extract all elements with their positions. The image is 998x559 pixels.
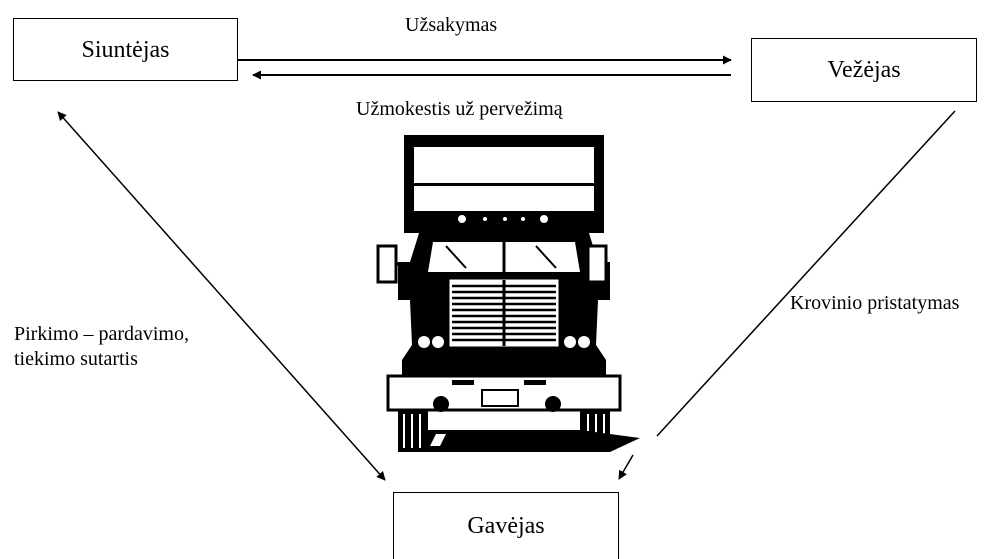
sender-label: Siuntėjas	[81, 36, 170, 63]
delivery-label: Krovinio pristatymas	[790, 292, 960, 314]
receiver-node: Gavėjas	[393, 492, 619, 559]
carrier-node: Vežėjas	[751, 38, 977, 102]
order-label: Užsakymas	[405, 14, 498, 36]
contract-label-line1: Pirkimo – pardavimo,	[14, 323, 189, 345]
receiver-label: Gavėjas	[467, 513, 545, 539]
contract-arrow	[57, 111, 386, 481]
contract-label: Pirkimo – pardavimo, tiekimo sutartis	[14, 322, 189, 372]
payment-label: Užmokestis už pervežimą	[356, 98, 563, 120]
carrier-label: Vežėjas	[827, 57, 901, 83]
delivery-arrow	[618, 454, 634, 480]
contract-label-line2: tiekimo sutartis	[14, 348, 138, 370]
sender-node: Siuntėjas	[13, 18, 238, 81]
delivery-line	[656, 110, 956, 437]
